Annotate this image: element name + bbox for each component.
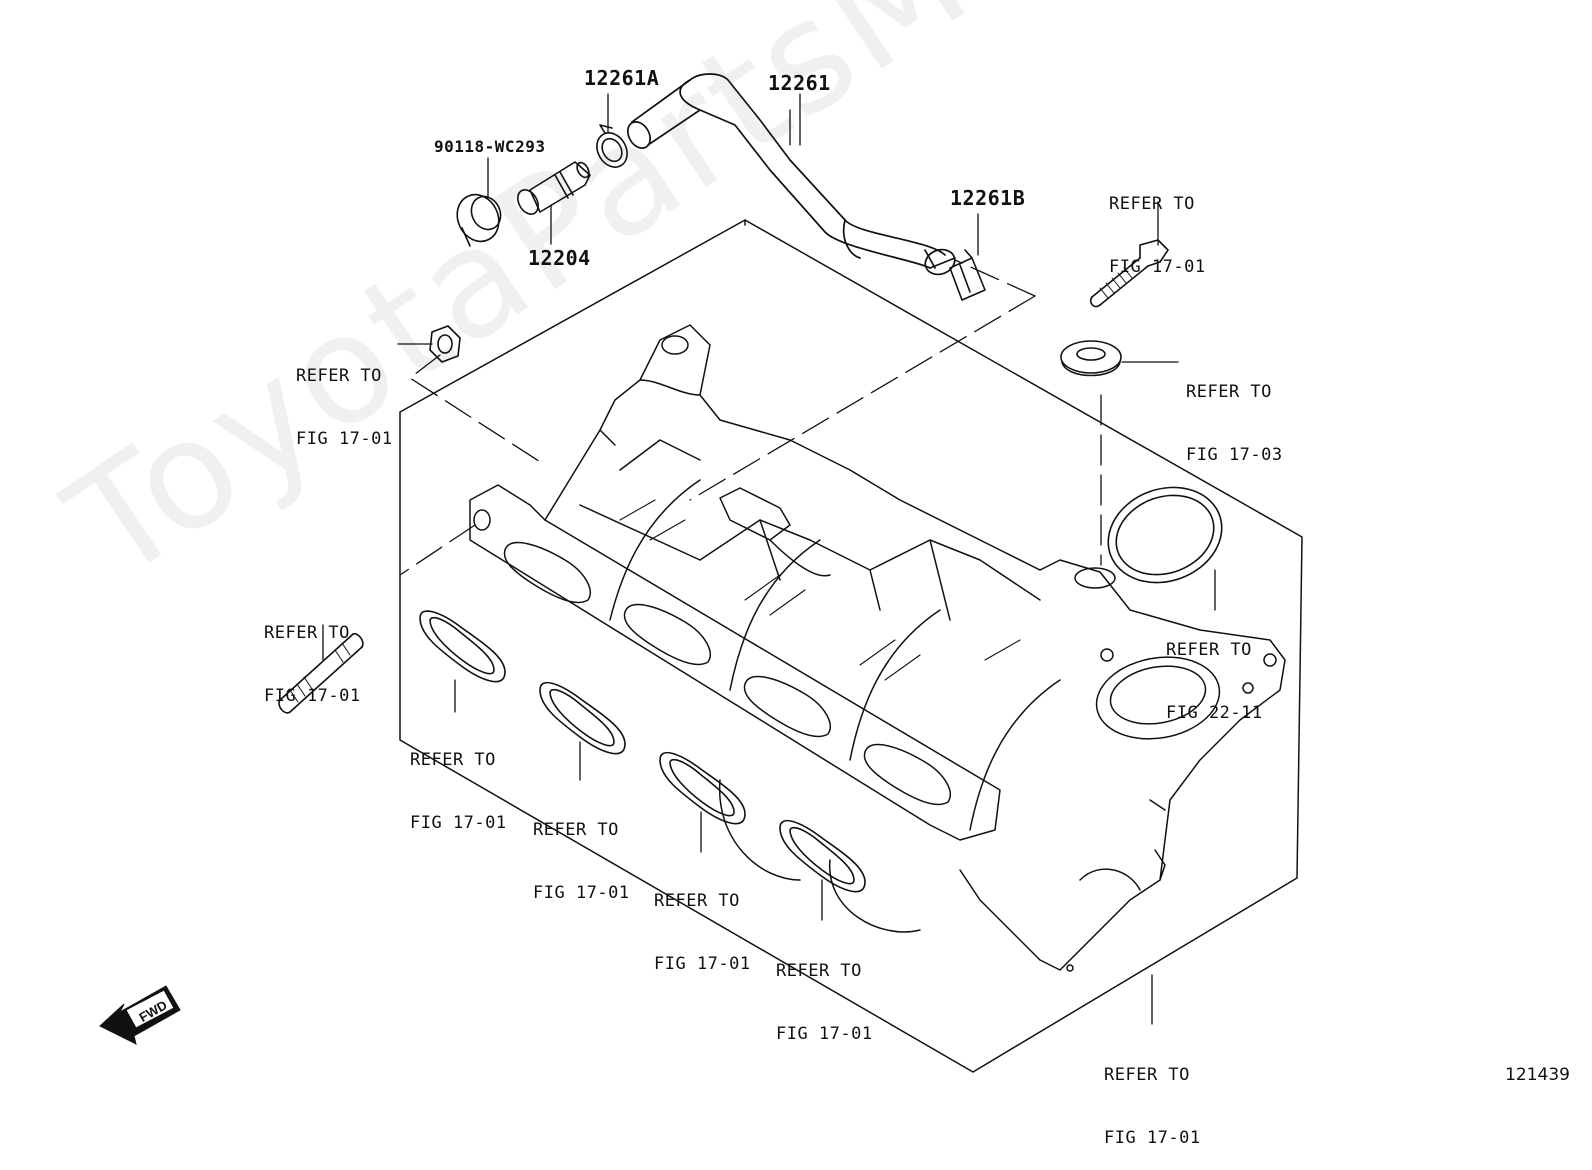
stud-left bbox=[278, 633, 364, 714]
pcv-valve-12204 bbox=[517, 161, 591, 215]
ref-label-grommet[interactable]: REFER TO FIG 17-03 bbox=[1186, 340, 1283, 487]
ref-line2: FIG 17-01 bbox=[264, 686, 361, 706]
ref-label-top-right[interactable]: REFER TO FIG 17-01 bbox=[1109, 152, 1206, 299]
part-label-12204[interactable]: 12204 bbox=[528, 246, 591, 270]
ref-line2: FIG 22-11 bbox=[1166, 703, 1263, 723]
ref-label-stud[interactable]: REFER TO FIG 17-01 bbox=[264, 581, 361, 728]
ref-line2: FIG 17-03 bbox=[1186, 445, 1283, 465]
ref-line2: FIG 17-01 bbox=[296, 429, 393, 449]
intake-manifold bbox=[469, 324, 1286, 972]
ref-line2: FIG 17-01 bbox=[654, 954, 751, 974]
part-label-12261A[interactable]: 12261A bbox=[584, 66, 660, 90]
ref-line2: FIG 17-01 bbox=[776, 1024, 873, 1044]
assembly-box bbox=[399, 219, 1303, 1073]
hose-clamp-12261B bbox=[949, 249, 986, 301]
ref-line1: REFER TO bbox=[654, 891, 740, 911]
ref-line1: REFER TO bbox=[1186, 382, 1272, 402]
ref-line2: FIG 17-01 bbox=[533, 883, 630, 903]
ref-line1: REFER TO bbox=[410, 750, 496, 770]
breather-hose-12261 bbox=[627, 73, 956, 276]
ref-line2: FIG 17-01 bbox=[1104, 1128, 1201, 1148]
fwd-arrow-icon: FWD bbox=[99, 985, 181, 1045]
ref-line2: FIG 17-01 bbox=[1109, 257, 1206, 277]
ref-line1: REFER TO bbox=[776, 961, 862, 981]
part-leaders bbox=[322, 93, 1216, 1025]
grommet-90118 bbox=[456, 193, 502, 247]
ref-label-o-ring[interactable]: REFER TO FIG 22-11 bbox=[1166, 598, 1263, 745]
gaskets bbox=[419, 610, 866, 893]
ref-label-gasket-1[interactable]: REFER TO FIG 17-01 bbox=[410, 708, 507, 855]
part-label-90118-WC293[interactable]: 90118-WC293 bbox=[434, 137, 546, 156]
grommet-right bbox=[1060, 340, 1122, 377]
ref-label-gasket-3[interactable]: REFER TO FIG 17-01 bbox=[654, 849, 751, 996]
ref-line1: REFER TO bbox=[1109, 194, 1195, 214]
ref-line1: REFER TO bbox=[1166, 640, 1252, 660]
ref-line1: REFER TO bbox=[296, 366, 382, 386]
part-label-12261B[interactable]: 12261B bbox=[950, 186, 1026, 210]
ref-line1: REFER TO bbox=[264, 623, 350, 643]
nut-left bbox=[429, 325, 461, 363]
ref-label-gasket-4[interactable]: REFER TO FIG 17-01 bbox=[776, 919, 873, 1066]
ref-line1: REFER TO bbox=[533, 820, 619, 840]
intake-manifold-diagram bbox=[278, 73, 1303, 1073]
ref-label-gasket-2[interactable]: REFER TO FIG 17-01 bbox=[533, 778, 630, 925]
bolt-top-right bbox=[1089, 239, 1169, 308]
part-label-12261[interactable]: 12261 bbox=[768, 71, 831, 95]
o-ring bbox=[1107, 486, 1223, 584]
hose-clamp-12261A bbox=[596, 124, 628, 168]
ref-label-bottom[interactable]: REFER TO FIG 17-01 bbox=[1104, 1023, 1201, 1170]
dashed-leaders bbox=[399, 259, 1102, 576]
ref-label-left-nut[interactable]: REFER TO FIG 17-01 bbox=[296, 324, 393, 471]
ref-line1: REFER TO bbox=[1104, 1065, 1190, 1085]
figure-number: 121439 bbox=[1505, 1065, 1570, 1085]
ref-line2: FIG 17-01 bbox=[410, 813, 507, 833]
